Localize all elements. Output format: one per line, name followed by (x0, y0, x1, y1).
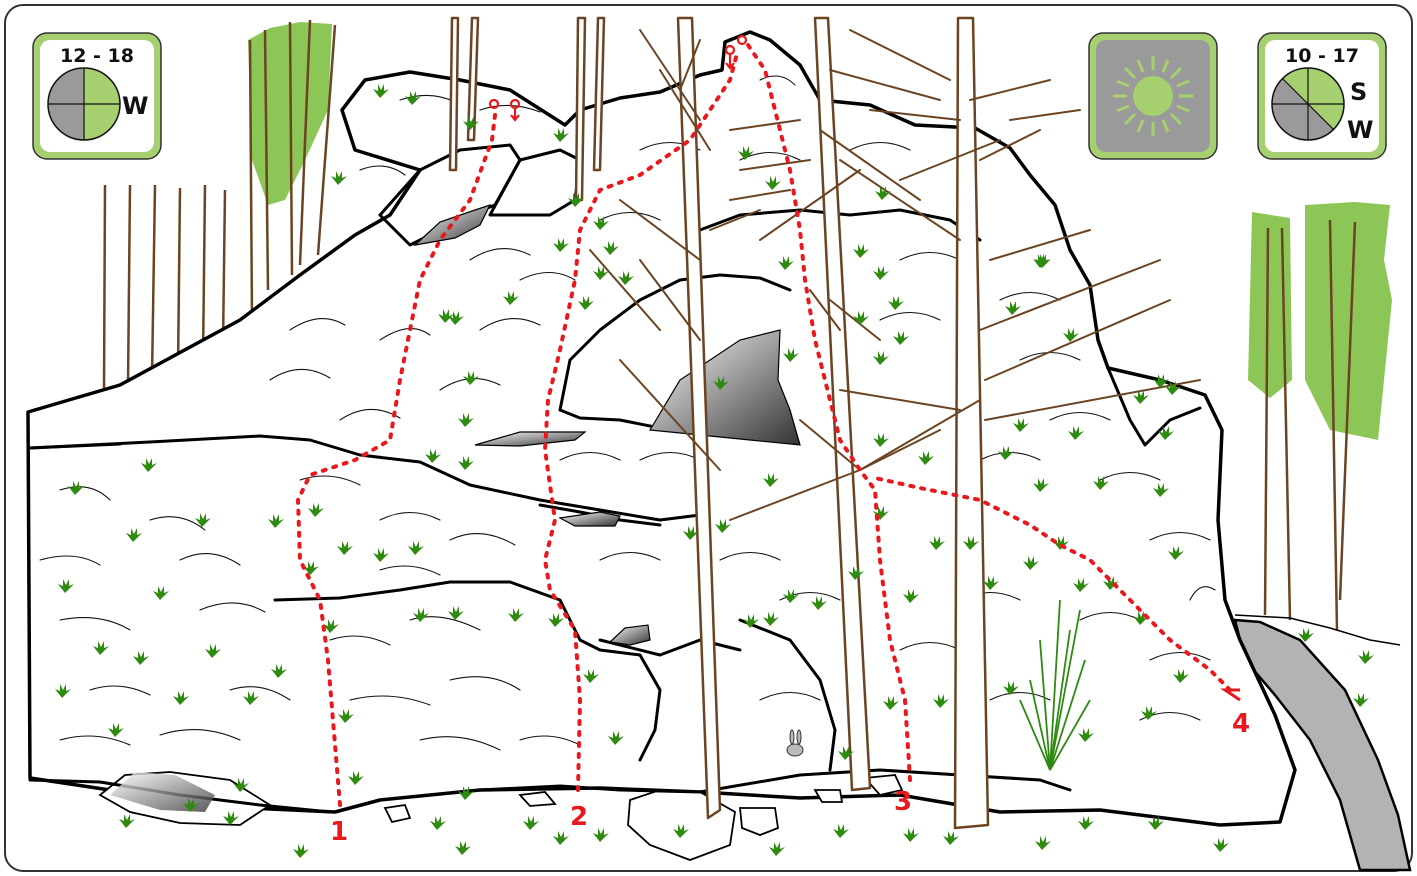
time-range-label: 10 - 17 (1285, 45, 1359, 67)
route-4-number[interactable]: 4 (1232, 709, 1250, 739)
direction-label: W (122, 92, 148, 120)
sun-exposure-badge-right: 10 - 17 S W (1258, 33, 1386, 159)
sun-icon (1113, 56, 1193, 136)
direction-label: S (1350, 78, 1367, 106)
direction-label: W (1347, 116, 1373, 144)
route-3-number[interactable]: 3 (894, 787, 912, 817)
route-1-number[interactable]: 1 (330, 817, 348, 847)
sun-badge (1089, 33, 1217, 159)
route-2-number[interactable]: 2 (570, 802, 588, 832)
time-range-label: 12 - 18 (60, 45, 134, 67)
sun-exposure-badge-left: 12 - 18 W (33, 33, 161, 159)
